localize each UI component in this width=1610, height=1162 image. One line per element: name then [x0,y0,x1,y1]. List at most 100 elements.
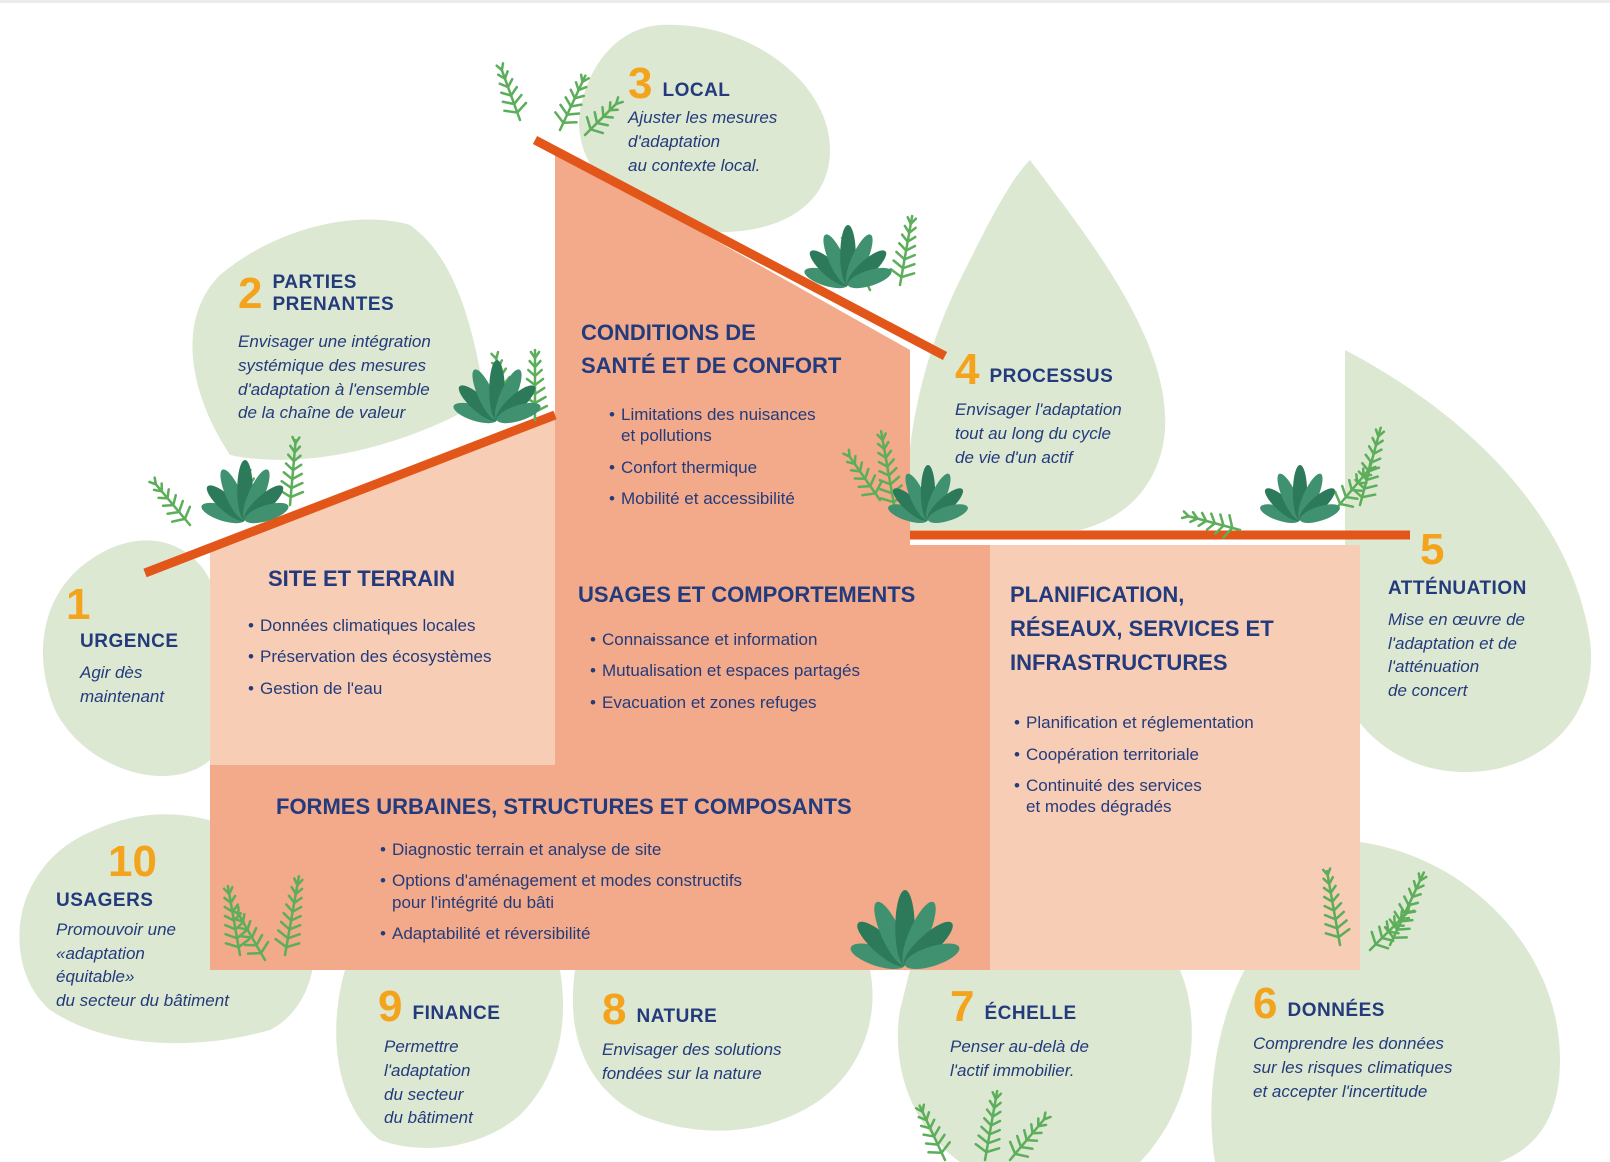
plant-fern-23 [1008,1111,1052,1162]
panel-item: Diagnostic terrain et analyse de site [380,839,976,861]
principle-number: 2 [238,269,263,318]
principle-number: 8 [602,985,627,1034]
panel-item: Adaptabilité et réversibilité [380,923,976,945]
leaf-9 [336,970,564,1148]
panel-item: Confort thermique [609,457,901,479]
principle-title: USAGERS [56,890,154,911]
principle-number: 9 [378,982,403,1031]
panel-list: Données climatiques locales Préservation… [248,615,548,699]
principle-number: 10 [108,837,157,886]
panel-title: PLANIFICATION,RÉSEAUX, SERVICES ET INFRA… [1010,582,1274,676]
panel-usages-text: USAGES ET COMPORTEMENTS Connaissance et … [578,578,988,723]
principle-title: URGENCE [80,631,179,652]
panel-item: Préservation des écosystèmes [248,646,548,668]
principle-title: LOCAL [662,80,731,102]
principle-description: Promouvoir une«adaptation équitable»du s… [56,919,229,1011]
panel-formes-text: FORMES URBAINES, STRUCTURES ET COMPOSANT… [276,790,976,954]
leaf-3 [579,24,830,233]
principle-number: 5 [1420,525,1445,574]
roof-left [143,410,557,578]
roof-center [532,136,948,360]
panel-usages [555,545,990,765]
plant-bush-3 [888,465,968,523]
leaf-8 [572,970,873,1131]
plant-fern-18 [1321,867,1351,947]
plant-bush-2 [201,460,289,524]
principle-10: 10 USAGERS Promouvoir une«adaptation équ… [56,840,229,1013]
plant-bush-4 [1260,465,1340,523]
principle-number: 4 [955,345,980,394]
principle-title: FINANCE [412,1003,501,1025]
plant-fern-1 [554,73,590,132]
plant-fern-22 [974,1089,1003,1162]
plant-fern-20 [1368,904,1416,952]
leaf-2 [192,219,485,460]
principle-title: ÉCHELLE [984,1003,1077,1025]
principle-title: DONNÉES [1287,1000,1385,1022]
plant-fern-17 [231,905,270,962]
plant-fern-12 [1180,510,1242,539]
panel-list: Planification et réglementation Coopérat… [1014,712,1350,817]
plant-bush-1 [453,360,541,424]
leaf-backgrounds [19,24,1592,1162]
principle-number: 7 [950,982,975,1031]
principle-title: NATURE [636,1006,718,1028]
panel-item: Gestion de l'eau [248,678,548,700]
top-border [0,0,1610,3]
panel-title: USAGES ET COMPORTEMENTS [578,582,916,607]
plant-fern-3 [889,214,918,287]
principle-number: 3 [628,59,653,108]
plant-fern-14 [1333,461,1377,512]
leaf-4 [907,160,1166,530]
plant-fern-16 [274,874,304,957]
panel-title: SITE ET TERRAIN [268,566,456,591]
panel-list: Diagnostic terrain et analyse de site Op… [380,839,976,944]
plant-fern-21 [915,1103,951,1162]
plant-fern-0 [495,62,528,122]
panel-title: FORMES URBAINES, STRUCTURES ET COMPOSANT… [276,794,852,819]
panel-site-text: SITE ET TERRAIN Données climatiques loca… [248,562,548,709]
panel-item: Données climatiques locales [248,615,548,637]
leaf-1 [42,540,211,776]
panel-item: Connaissance et information [590,629,988,651]
panel-item: Evacuation et zones refuges [590,692,988,714]
principle-title: ATTÉNUATION [1388,578,1527,599]
principle-number: 6 [1253,979,1278,1028]
leaf-5 [1345,350,1592,773]
plant-fern-7 [148,476,192,527]
panel-item: Coopération territoriale [1014,744,1350,766]
plant-bush-0 [804,225,892,289]
panel-item: Planification et réglementation [1014,712,1350,734]
panel-list: Connaissance et information Mutualisatio… [590,629,988,713]
roof-lines [143,136,1410,578]
plant-fern-2 [583,96,624,137]
principle-number: 1 [66,580,91,629]
principle-title: PROCESSUS [989,366,1114,388]
leaf-7 [897,970,1192,1162]
panel-item: Mutualisation et espaces partagés [590,660,988,682]
